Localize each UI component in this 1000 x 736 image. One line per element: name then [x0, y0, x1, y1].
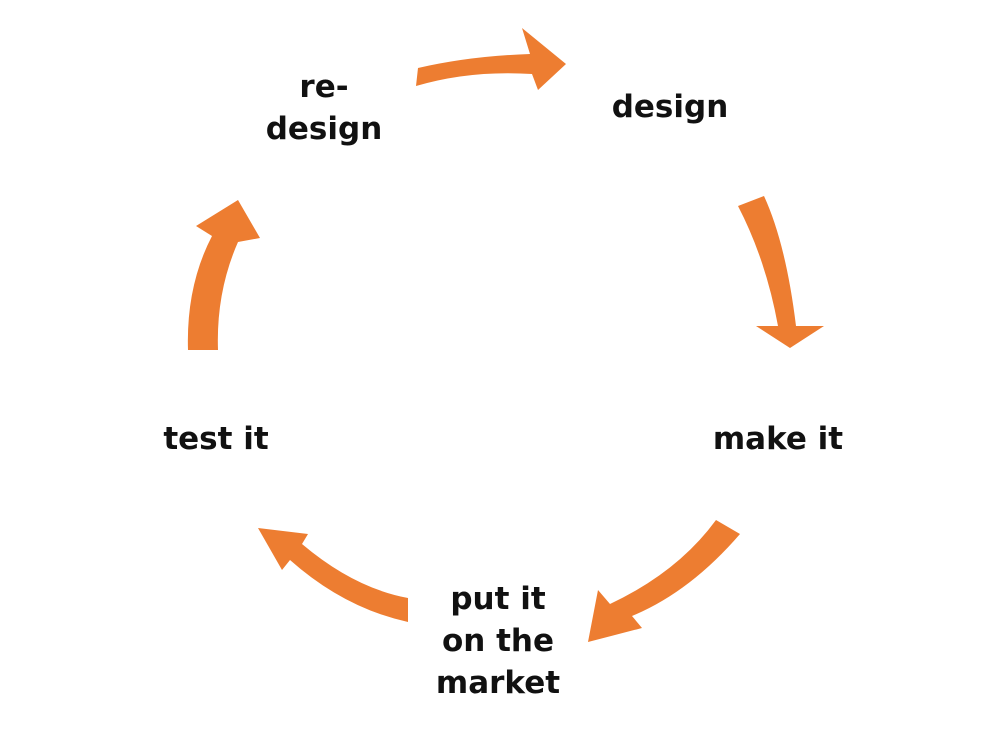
stage-label-line: re-: [299, 69, 349, 105]
stage-label-line: market: [435, 665, 561, 701]
stage-label-re-design: re- design: [214, 66, 434, 150]
stage-label-design: design: [560, 86, 780, 128]
arrow-design-to-make: [738, 196, 824, 348]
stage-label-line: make it: [712, 421, 844, 457]
arrow-test-to-redesign: [187, 200, 260, 350]
arrow-redesign-to-design: [416, 28, 566, 90]
stage-label-line: on the: [441, 623, 555, 659]
stage-label-line: design: [265, 111, 383, 147]
stage-label-put-it-on-the-market: put it on the market: [388, 578, 608, 704]
stage-label-line: test it: [163, 421, 269, 457]
stage-label-line: design: [611, 89, 729, 125]
arrow-market-to-test: [258, 528, 408, 622]
stage-label-make-it: make it: [668, 418, 888, 460]
arrow-make-to-market: [588, 520, 740, 642]
stage-label-line: put it: [450, 581, 546, 617]
stage-label-test-it: test it: [106, 418, 326, 460]
